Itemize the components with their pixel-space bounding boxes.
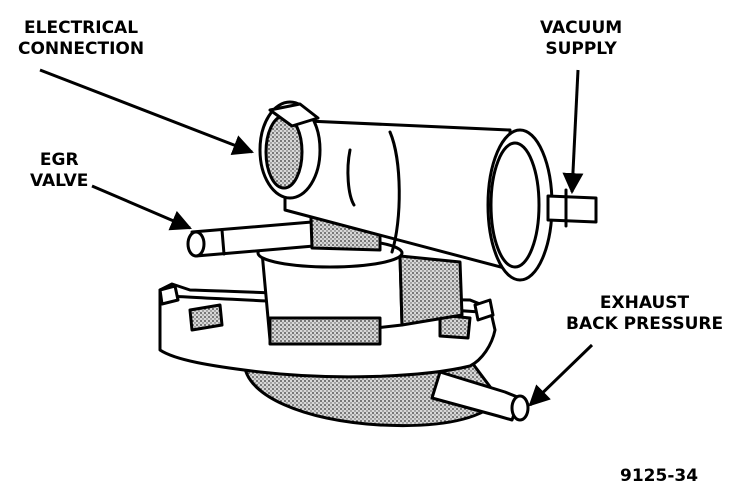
label-egr-valve: EGR VALVE	[30, 150, 89, 191]
connector-latch	[268, 102, 320, 128]
flange-tab-left	[158, 284, 180, 306]
label-vacuum-supply: VACUUM SUPPLY	[540, 18, 623, 59]
arrow-egr-valve	[91, 184, 192, 231]
cylinder-slot	[346, 148, 356, 207]
flange-pocket-right	[438, 313, 472, 340]
pedestal-shade	[398, 254, 464, 327]
label-exhaust-back-pressure: EXHAUST BACK PRESSURE	[566, 293, 724, 334]
cylinder-groove	[388, 130, 401, 254]
egr-nipple-ring	[220, 228, 226, 256]
arrow-vacuum-supply	[562, 69, 584, 195]
end-cap-inner	[489, 141, 541, 269]
vacuum-nipple	[546, 194, 598, 224]
flange-pocket	[188, 303, 224, 332]
exhaust-tube	[430, 370, 522, 422]
flange-tab-right	[473, 298, 495, 322]
figure-number: 9125-34	[620, 466, 699, 486]
pedestal-band	[268, 316, 382, 346]
connector-socket	[264, 114, 304, 190]
egr-nipple-end	[186, 230, 206, 258]
arrow-electrical-connection	[39, 68, 254, 155]
end-cap	[486, 128, 554, 282]
exhaust-tube-end	[510, 394, 530, 422]
label-electrical-connection: ELECTRICAL CONNECTION	[18, 18, 145, 59]
arrow-exhaust-back-pressure	[528, 343, 594, 407]
